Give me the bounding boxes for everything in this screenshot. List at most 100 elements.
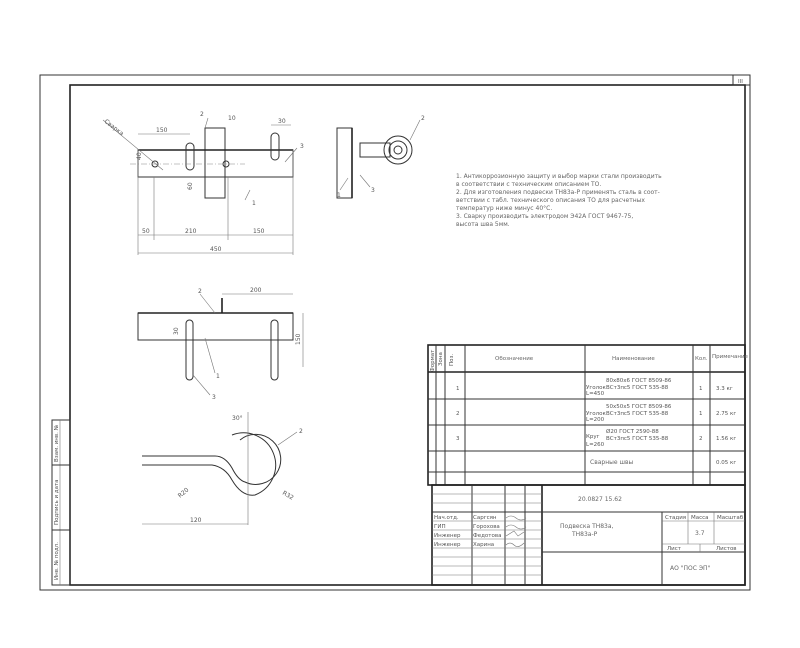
drawing-title-line2: ТН83а-Р: [571, 531, 598, 538]
cell-name-bottom: ВСт3пс5 ГОСТ 535-88: [606, 436, 669, 442]
weld-label: Сварка: [103, 118, 125, 138]
cell-note: 0.05 кг: [716, 460, 736, 466]
stamp-label: Инв. № подл.: [54, 542, 60, 580]
stage-label: Стадия: [665, 515, 686, 521]
signature-role: ГИП: [434, 524, 446, 530]
left-stamps: Взам. инв. № Подпись и дата Инв. № подл.: [51, 419, 71, 586]
table-row: 3 Ø20 ГОСТ 2590-88 Круг ВСт3пс5 ГОСТ 535…: [456, 428, 736, 448]
cell-pos: 1: [456, 386, 460, 392]
position-callout: 1: [337, 192, 341, 199]
signature-role: Нач.отд.: [434, 515, 459, 521]
top-view: Сварка 150 30 40 60 50 210 150 450 10 2 …: [103, 111, 304, 255]
position-callout: 3: [371, 187, 375, 194]
position-callout: 1: [252, 200, 256, 207]
cell-pos: 2: [456, 411, 460, 417]
cell-name-bottom: ВСт3пс5 ГОСТ 535-88: [606, 385, 669, 391]
dimension-label: 150: [295, 333, 302, 345]
dimension-label: 150: [253, 228, 265, 235]
cell-name-top: 80x80x6 ГОСТ 8509-86: [606, 378, 672, 384]
table-row: Сварные швы 0.05 кг: [590, 459, 736, 466]
dimension-label: 10: [228, 115, 236, 122]
position-callout: 1: [216, 373, 220, 380]
mass-label: Масса: [691, 515, 709, 521]
side-view: 200 30 150 2 1 3: [137, 287, 304, 401]
dimension-label: 200: [250, 287, 262, 294]
sheet-label: Лист: [667, 546, 682, 552]
position-callout: 2: [299, 428, 303, 435]
dimension-label: 150: [156, 127, 168, 134]
column-header-name: Наименование: [612, 356, 655, 362]
stamp-label: Взам. инв. №: [54, 424, 60, 462]
dimension-label: R20: [177, 486, 191, 499]
note-line: 2. Для изготовления подвески ТН83а-Р при…: [456, 189, 660, 196]
sheet-number-box: [732, 74, 751, 86]
cell-length: L=200: [586, 417, 605, 423]
note-line: в соответствии с техническим описанием Т…: [456, 181, 601, 188]
dimension-label: 60: [187, 182, 194, 190]
scale-label: Масштаб: [717, 515, 744, 521]
note-line: температур ниже минус 40°С.: [456, 205, 552, 212]
cell-qty: 1: [699, 386, 703, 392]
position-callout: 2: [198, 288, 202, 295]
cell-qty: 1: [699, 411, 703, 417]
cell-name-prefix: Уголок: [586, 385, 606, 391]
dimension-label: 30: [278, 118, 286, 125]
mass-value: 3.7: [695, 530, 705, 537]
table-row: 2 50x50x5 ГОСТ 8509-86 Уголок ВСт3пс5 ГО…: [456, 404, 736, 423]
stamp-label: Подпись и дата: [54, 479, 60, 525]
dimension-label: 210: [185, 228, 197, 235]
signature-name: Саргсян: [473, 515, 497, 521]
cell-qty: 2: [699, 436, 703, 442]
note-line: 3. Сварку производить электродом Э42А ГО…: [456, 213, 633, 220]
cell-name-prefix: Круг: [586, 434, 600, 440]
sheet-number: III: [738, 79, 743, 85]
signature-name: Горохова: [473, 524, 500, 530]
note-line: 1. Антикоррозионную защиту и выбор марки…: [456, 173, 662, 180]
signature-role: Инженер: [434, 542, 461, 548]
inner-frame: [69, 84, 746, 586]
cell-note: 2.75 кг: [716, 411, 736, 417]
dimension-label: R32: [281, 490, 295, 502]
position-callout: 2: [421, 115, 425, 122]
table-row: 1 80x80x6 ГОСТ 8509-86 Уголок ВСт3пс5 ГО…: [456, 378, 733, 397]
column-header-pos: Поз.: [449, 354, 455, 366]
dimension-label: 50: [142, 228, 150, 235]
column-header-designation: Обозначение: [495, 356, 534, 362]
doc-code: 20.0827 15.62: [578, 496, 622, 503]
cell-length: L=260: [586, 442, 605, 448]
cell-name-prefix: Уголок: [586, 411, 606, 417]
position-callout: 3: [300, 143, 304, 150]
position-callout: 3: [212, 394, 216, 401]
dimension-label: 120: [190, 517, 202, 524]
cell-pos: 3: [456, 436, 460, 442]
signature-name: Харина: [473, 542, 494, 548]
organization: АО "ПОС ЭП": [670, 565, 711, 572]
column-header-zone: Зона: [438, 352, 444, 366]
technical-notes: 1. Антикоррозионную защиту и выбор марки…: [456, 173, 662, 228]
end-view: 1 3 2: [336, 115, 425, 199]
signature-role: Инженер: [434, 533, 461, 539]
cell-note: 3.3 кг: [716, 386, 733, 392]
column-header-qty: Кол.: [695, 356, 708, 362]
position-callout: 2: [200, 111, 204, 118]
column-header-note: Примечание: [712, 354, 749, 360]
sheets-label: Листов: [716, 546, 737, 552]
dimension-label: 40: [136, 152, 143, 160]
dimension-label: 30°: [232, 415, 243, 422]
specification-table: Формат Зона Поз. Обозначение Наименовани…: [427, 344, 749, 486]
cell-name-top: 50x50x5 ГОСТ 8509-86: [606, 404, 672, 410]
dimension-label: 30: [173, 327, 180, 335]
signatures-handwritten: [505, 515, 527, 547]
hook-detail: 30° R20 R32 120 2: [142, 412, 303, 525]
outer-frame: [39, 74, 751, 591]
cell-name-bottom: ВСт3пс5 ГОСТ 535-88: [606, 411, 669, 417]
cell-note: 1.56 кг: [716, 436, 736, 442]
dimension-label: 450: [210, 246, 222, 253]
cell-name-top: Ø20 ГОСТ 2590-88: [606, 428, 659, 435]
cell-length: L=450: [586, 391, 605, 397]
drawing-title: Подвеска ТН83а,: [560, 523, 614, 530]
column-header-format: Формат: [430, 349, 436, 372]
note-line: высота шва 5мм.: [456, 221, 510, 228]
